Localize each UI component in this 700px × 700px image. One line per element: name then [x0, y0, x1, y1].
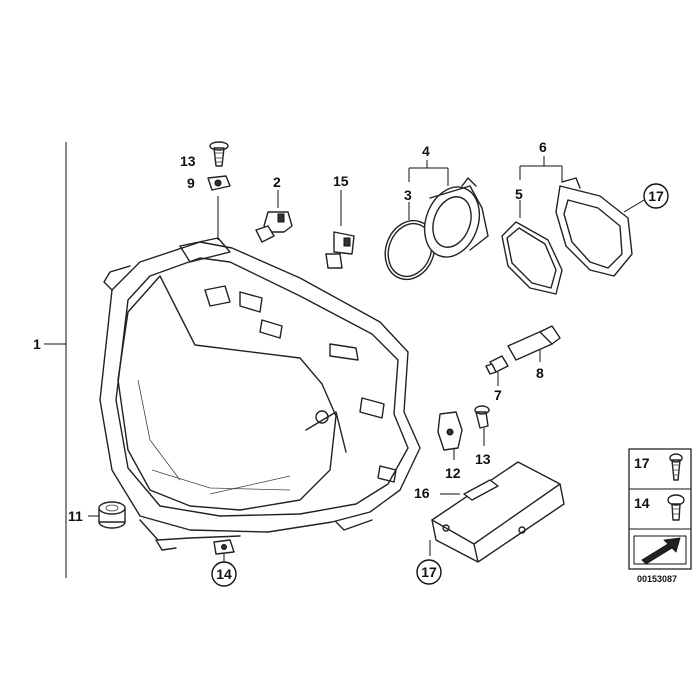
legend-row2-number: 14	[634, 495, 650, 511]
headlight-housing	[99, 196, 421, 551]
legend-row1-number: 17	[634, 455, 650, 471]
callout-17-top: 17	[648, 188, 664, 204]
assembly-bracket	[44, 142, 67, 578]
callout-11: 11	[68, 508, 83, 524]
screw-13-lower	[474, 405, 490, 446]
control-unit-16	[429, 461, 565, 563]
seal-5	[501, 200, 563, 295]
socket-8	[507, 325, 561, 362]
callout-6: 6	[539, 139, 547, 155]
callout-2: 2	[273, 174, 281, 190]
cover-6	[519, 156, 645, 277]
callout-13-lower: 13	[475, 451, 491, 467]
callout-7: 7	[494, 387, 502, 403]
diagram-id: 00153087	[637, 574, 677, 584]
fastener-legend: 17 14	[628, 448, 692, 570]
circled-callout-17-top: 17	[643, 183, 669, 209]
callout-16: 16	[414, 485, 430, 501]
callout-3: 3	[404, 187, 412, 203]
circled-callout-17-bottom: 17	[416, 559, 442, 585]
callout-13-top: 13	[180, 153, 196, 169]
clip-nut-9	[207, 175, 231, 191]
callout-5: 5	[515, 186, 523, 202]
clip-nut-14	[213, 539, 235, 562]
callout-12: 12	[445, 465, 461, 481]
callout-14: 14	[216, 566, 232, 582]
bulb-2	[255, 190, 293, 243]
screw-17-icon	[669, 453, 683, 481]
callout-15: 15	[333, 173, 349, 189]
seal-ring-3	[384, 202, 436, 281]
callout-17-bottom: 17	[421, 564, 437, 580]
small-bulb-7	[485, 355, 509, 386]
bulb-15	[325, 190, 355, 269]
screw-14-icon	[667, 494, 685, 521]
bulb-holder-4	[408, 160, 489, 258]
grommet-11	[88, 501, 126, 529]
direction-arrow-icon	[633, 535, 687, 565]
screw-13-top	[209, 141, 229, 167]
circled-callout-14: 14	[211, 561, 237, 587]
callout-4: 4	[422, 143, 430, 159]
bracket-clip-12	[437, 411, 463, 460]
callout-9: 9	[187, 175, 195, 191]
callout-8: 8	[536, 365, 544, 381]
callout-1: 1	[33, 336, 41, 352]
